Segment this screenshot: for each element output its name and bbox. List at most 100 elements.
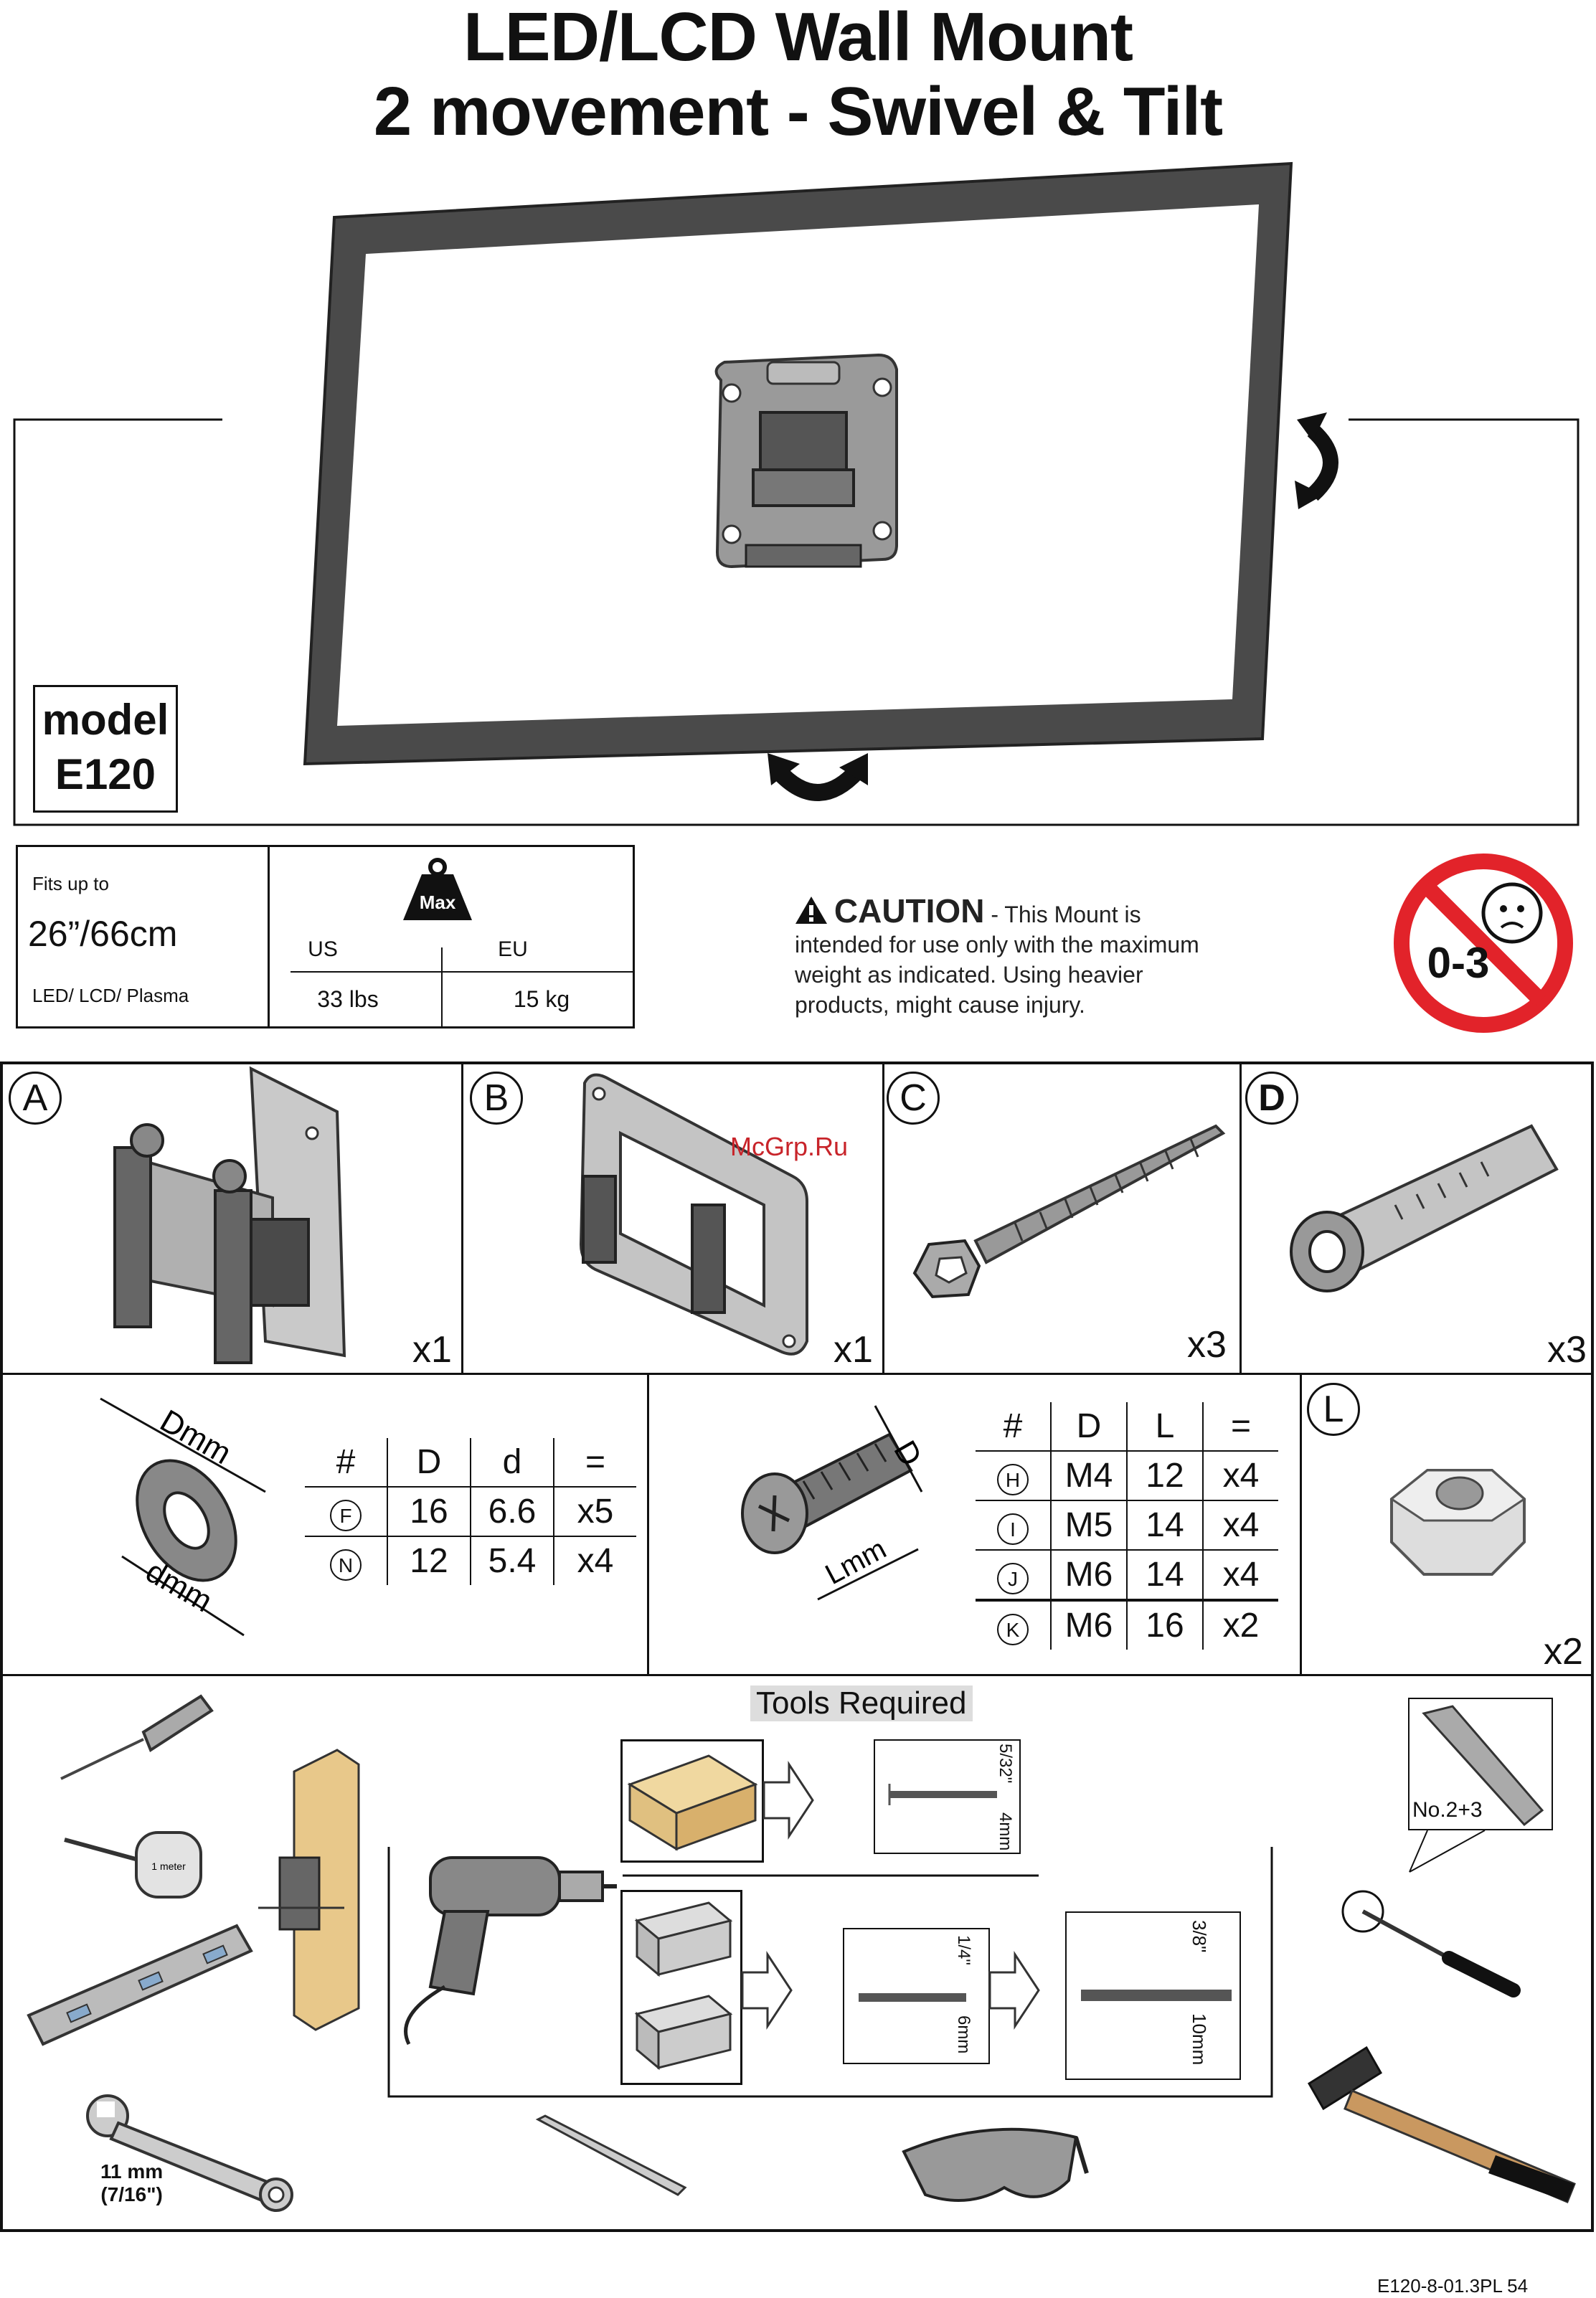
part-c-letter: C	[887, 1072, 940, 1125]
weight-max-label: Max	[420, 892, 456, 913]
table-row: N 12 5.4 x4	[305, 1536, 636, 1585]
drill-bits-frame	[387, 1847, 1273, 2098]
table-row: I M5 14 x4	[976, 1500, 1278, 1550]
swivel-arrow-icon	[768, 753, 868, 801]
masonry-bit-2-inch: 3/8"	[1189, 1920, 1210, 1953]
table-row: H M4 12 x4	[976, 1451, 1278, 1500]
tape-label: 1 meter	[151, 1860, 186, 1872]
washer-id-f: F	[330, 1500, 362, 1531]
pencil-icon	[535, 2114, 687, 2196]
wood-block-icon	[627, 1754, 758, 1851]
part-l-letter: L	[1307, 1383, 1360, 1436]
hero-frame	[13, 418, 1592, 828]
age-warning-icon: 0-3	[1394, 854, 1573, 1033]
title-line-1: LED/LCD Wall Mount	[463, 0, 1133, 75]
part-d-wall-anchor	[1290, 1124, 1559, 1292]
age-label: 0-3	[1427, 939, 1490, 987]
wood-bit-mm: 4mm	[996, 1812, 1015, 1851]
parts-grid	[0, 1061, 1594, 2232]
wood-bit-icon	[888, 1784, 997, 1805]
part-c-qty: x3	[1187, 1324, 1227, 1366]
screen-size: 26”/66cm	[28, 914, 178, 954]
table-row: F 16 6.6 x5	[305, 1487, 636, 1536]
caution-text-1: - This Mount is	[984, 902, 1141, 927]
masonry-blocks-icon	[634, 1901, 733, 2071]
awl-icon	[60, 1694, 214, 1780]
wrench-size-inch: (7/16")	[100, 2183, 163, 2205]
wood-panel	[620, 1739, 764, 1863]
screw-header-l: L	[1126, 1402, 1203, 1451]
tape-measure-icon: 1 meter	[64, 1831, 202, 1899]
part-d-qty: x3	[1547, 1329, 1587, 1371]
screw-header-qty: =	[1202, 1402, 1278, 1451]
model-box: model E120	[33, 685, 178, 813]
watermark: McGrp.Ru	[730, 1132, 849, 1161]
fits-label: Fits up to	[32, 873, 109, 894]
masonry-bit-1-mm: 6mm	[954, 2015, 973, 2054]
eu-weight: 15 kg	[513, 986, 570, 1012]
specs-box: Fits up to 26”/66cm LED/ LCD/ Plasma Max…	[16, 845, 635, 1029]
washer-header-d-inner: d	[470, 1438, 554, 1487]
washer-header-qty: =	[553, 1438, 636, 1487]
wrench-icon	[86, 2094, 293, 2212]
us-weight: 33 lbs	[317, 986, 379, 1012]
us-label: US	[308, 937, 338, 961]
washer-header-d-outer: D	[387, 1438, 471, 1487]
caution-text-2: intended for use only with the maximum	[795, 932, 1199, 958]
model-label: model	[42, 696, 169, 744]
caution-heading: CAUTION	[834, 892, 985, 930]
mount-plate	[714, 353, 898, 569]
screw-id-i: I	[997, 1513, 1029, 1545]
part-d-letter: D	[1245, 1072, 1298, 1125]
table-row: K M6 16 x2	[976, 1600, 1278, 1650]
phillips-tip-icon	[1422, 1705, 1544, 1827]
arrow-right-icon	[741, 1951, 793, 2030]
masonry-bit-1-panel: 1/4" 6mm	[843, 1928, 990, 2064]
tilt-arrow-icon	[1295, 412, 1338, 509]
part-a-qty: x1	[412, 1329, 452, 1371]
masonry-bit-1-icon	[859, 1993, 966, 2002]
wrench-size-label: 11 mm (7/16")	[100, 2160, 163, 2206]
washer-header-id: #	[336, 1443, 356, 1481]
document-code: E120-8-01.3PL 54	[1377, 2275, 1529, 2297]
caution-block: CAUTION - This Mount is intended for use…	[795, 892, 1340, 1020]
caution-text-3: weight as indicated. Using heavier	[795, 962, 1143, 988]
arrow-right-icon	[762, 1761, 814, 1840]
weight-icon: Max	[403, 858, 472, 920]
screw-id-j: J	[997, 1563, 1029, 1594]
table-row: J M6 14 x4	[976, 1550, 1278, 1600]
masonry-bit-2-mm: 10mm	[1189, 2013, 1210, 2066]
screwdriver-detail-panel: No.2+3	[1408, 1698, 1553, 1830]
screw-header-d: D	[1050, 1402, 1127, 1451]
tv-illustration	[303, 161, 1338, 801]
screw-table: # D L = H M4 12 x4 I M5 14 x4 J M6 14 x4…	[976, 1402, 1278, 1650]
wrench-size-mm: 11 mm	[100, 2160, 164, 2183]
spirit-level-icon	[27, 1924, 253, 2046]
masonry-bit-2-icon	[1081, 1990, 1232, 2001]
screw-id-k: K	[997, 1614, 1029, 1645]
screw-header-id: #	[1003, 1407, 1023, 1445]
stud-finder-icon	[258, 1749, 360, 2031]
warning-icon	[795, 897, 827, 924]
hex-nut-drawing	[1389, 1469, 1526, 1576]
part-b-plate	[579, 1073, 808, 1356]
drill-icon	[404, 1856, 617, 2046]
screw-id-h: H	[997, 1464, 1029, 1495]
wood-bit-inch: 5/32"	[996, 1744, 1015, 1784]
washer-drawing: Dmm dmm	[100, 1397, 266, 1637]
masonry-bit-2-panel: 3/8" 10mm	[1065, 1911, 1241, 2080]
machine-screw-drawing: D Lmm	[741, 1405, 929, 1601]
screw-dim-l: Lmm	[821, 1533, 892, 1591]
masonry-bit-1-inch: 1/4"	[954, 1935, 973, 1965]
screwdriver-icon	[1341, 1830, 1521, 1997]
title-line-2: 2 movement - Swivel & Tilt	[373, 73, 1223, 150]
model-number: E120	[55, 750, 156, 798]
part-l-qty: x2	[1544, 1631, 1583, 1673]
washer-id-n: N	[330, 1549, 362, 1581]
screen-types: LED/ LCD/ Plasma	[32, 985, 189, 1006]
part-c-lag-bolt	[912, 1124, 1226, 1299]
caution-text-4: products, might cause injury.	[795, 992, 1085, 1018]
part-a-bracket	[113, 1066, 346, 1364]
part-b-letter: B	[470, 1072, 523, 1125]
wood-bit-panel: 5/32" 4mm	[874, 1739, 1021, 1854]
